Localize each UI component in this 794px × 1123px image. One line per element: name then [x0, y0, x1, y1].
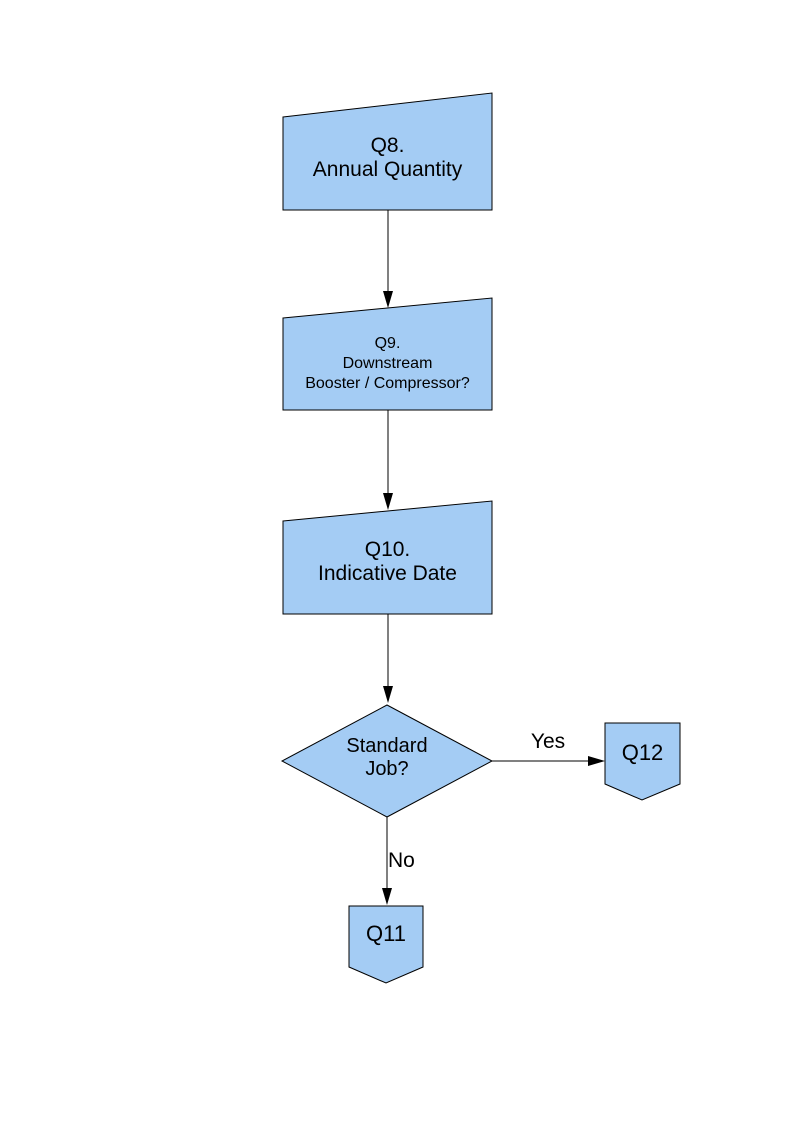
arrowhead-down-icon [383, 493, 393, 510]
arrowhead-down-icon [383, 686, 393, 703]
no-branch-label: No [388, 849, 415, 872]
arrowhead-down-icon [383, 291, 393, 308]
q10-node-label: Q10. Indicative Date [283, 538, 492, 586]
q9-label-line2: Downstream [342, 355, 433, 372]
q8-manual-input-shape [282, 92, 493, 211]
decision-node-label: Standard Job? [287, 735, 487, 781]
q11-node-label: Q11 [366, 921, 406, 946]
q9-manual-input-shape [282, 297, 493, 411]
q8-label-line2: Annual Quantity [312, 158, 463, 181]
q11-offpage-connector-shape [348, 905, 424, 984]
arrowhead-down-icon [382, 888, 392, 905]
q9-node-label: Q9. Downstream Booster / Compressor? [283, 334, 492, 394]
arrowhead-right-icon [588, 756, 605, 766]
q8-node-label: Q8. Annual Quantity [283, 134, 492, 182]
q10-label-line2: Indicative Date [318, 562, 457, 585]
q10-manual-input-shape [282, 500, 493, 615]
q9-label-line1: Q9. [374, 335, 401, 352]
yes-branch-label: Yes [530, 730, 566, 753]
q12-node-label: Q12 [621, 740, 664, 765]
decision-label-line2: Job? [365, 758, 409, 780]
q8-label-line1: Q8. [370, 134, 405, 157]
q10-label-line1: Q10. [364, 538, 411, 561]
decision-label-line1: Standard [346, 735, 428, 757]
q9-label-line3: Booster / Compressor? [305, 375, 470, 392]
q12-offpage-connector-shape [604, 722, 681, 801]
